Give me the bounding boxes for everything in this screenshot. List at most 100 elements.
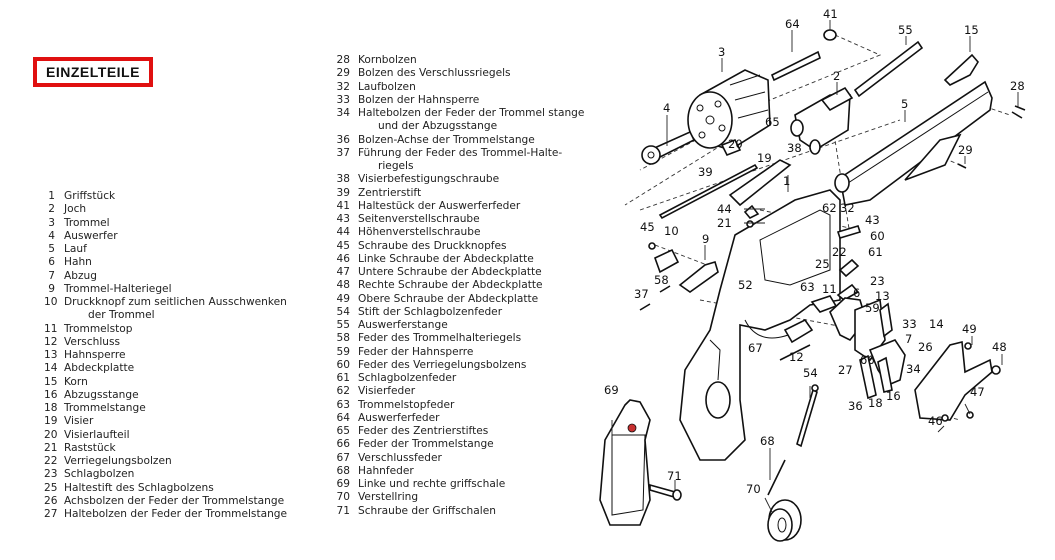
part-name: Feder der Trommelstange	[358, 438, 494, 451]
label-60: 60	[870, 229, 885, 243]
part-list-item: 34 Haltebolzen der Feder der Trommel stan…	[334, 107, 624, 120]
part-name: Abdeckplatte	[64, 362, 135, 375]
part-name: Schraube der Griffschalen	[358, 504, 496, 517]
part-number: 58	[336, 332, 350, 345]
part-number: 65	[336, 425, 350, 437]
part-list-item: 60 Feder des Verriegelungsbolzens	[334, 359, 624, 372]
part-list-item: 59 Feder der Hahnsperre	[334, 346, 624, 359]
part-number: 41	[336, 199, 350, 212]
grip-screw-part	[649, 483, 676, 499]
latch-pin-part	[957, 163, 967, 169]
part-name: Feder des Verriegelungsbolzens	[358, 358, 527, 371]
ejector-spring-retainer-part	[823, 29, 837, 41]
part-number: 55	[336, 319, 350, 331]
spring-guide-part	[639, 303, 651, 311]
label-36: 36	[848, 399, 863, 413]
part-name: Haltestück der Auswerferfeder	[358, 199, 521, 212]
part-name: Feder der Hahnsperre	[358, 345, 474, 358]
label-27: 27	[838, 363, 853, 377]
sight-slide-part	[720, 138, 742, 157]
part-name: Trommel-Halteriegel	[64, 282, 172, 295]
part-number: 64	[336, 411, 350, 424]
part-name: Haltebolzen der Feder der Trommel stange	[358, 107, 585, 119]
part-number: 46	[336, 252, 350, 265]
part-number: 63	[336, 398, 350, 411]
part-number: 47	[336, 266, 350, 278]
assembly-line	[834, 139, 851, 236]
label-4: 4	[663, 101, 670, 115]
label-70: 70	[746, 482, 761, 496]
part-list-item: 41 Haltestück der Auswerferfeder	[334, 200, 624, 213]
label-52: 52	[738, 278, 753, 292]
part-number: 29	[336, 67, 350, 80]
label-43: 43	[865, 213, 880, 227]
label-29: 29	[958, 143, 973, 157]
part-name: Hahnsperre	[64, 349, 126, 361]
page-title: EINZELTEILE	[46, 64, 140, 80]
label-14: 14	[929, 317, 944, 331]
part-number: 49	[336, 292, 350, 305]
label-3: 3	[718, 45, 725, 59]
part-number: 5	[48, 243, 55, 255]
assembly-line	[924, 149, 961, 166]
label-1: 1	[783, 174, 790, 188]
part-number: 66	[336, 438, 350, 451]
part-number: 59	[336, 345, 350, 358]
part-number: 26	[44, 494, 58, 507]
part-number: 32	[336, 80, 350, 93]
label-65: 65	[765, 115, 780, 129]
part-name: Führung der Feder des Trommel-Halte-	[358, 146, 563, 159]
part-number: 10	[44, 296, 58, 308]
part-number: 44	[336, 226, 350, 239]
label-7: 7	[905, 332, 912, 346]
adjusting-ring-part	[767, 499, 802, 542]
label-26: 26	[918, 340, 933, 354]
center-pin-part	[658, 163, 759, 220]
part-number: 60	[336, 358, 350, 371]
part-number: 39	[336, 186, 350, 199]
part-name: Visierbefestigungschraube	[358, 173, 500, 186]
ejector-spring-part	[770, 50, 821, 82]
part-name: Visierlaufteil	[64, 428, 130, 441]
part-number: 11	[44, 322, 58, 335]
label-15: 15	[964, 23, 979, 37]
cylinder-latch-part	[678, 261, 719, 293]
label-20: 20	[728, 137, 743, 151]
part-name: Kornbolzen	[358, 54, 417, 66]
part-number: 34	[336, 107, 350, 119]
part-number: 19	[44, 415, 58, 428]
part-list-item: 5 Lauf	[44, 243, 334, 256]
part-name-continuation: der Trommel	[88, 309, 155, 322]
label-18: 18	[868, 396, 883, 410]
part-name: Lauf	[64, 243, 87, 255]
barrel-part	[834, 80, 993, 206]
label-21: 21	[717, 216, 732, 230]
part-number: 48	[336, 279, 350, 292]
part-number: 61	[336, 372, 350, 384]
part-name: Bolzen des Verschlussriegels	[358, 67, 511, 80]
part-name: Linke und rechte griffschale	[358, 478, 506, 490]
